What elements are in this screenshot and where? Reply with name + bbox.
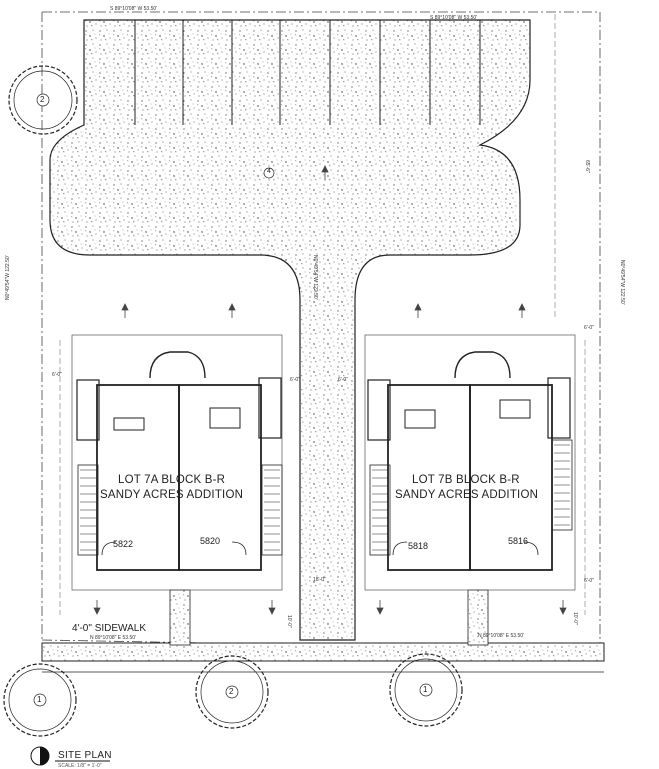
walkway-left [169, 589, 191, 646]
dim-setback-right: 6'-0" [584, 325, 594, 331]
lot-7b-title: LOT 7B BLOCK B-R [412, 474, 520, 486]
bearing-top-left: S 89°10'08" W 53.50' [110, 6, 158, 12]
building-setback-lines [59, 14, 586, 615]
drawing-title: SITE PLAN [58, 750, 112, 761]
tree-tag: 1 [37, 695, 42, 704]
dim-mid-right: 6'-0" [338, 377, 348, 383]
drainage-arrows [93, 165, 567, 615]
dim-front-right: 10'-0" [572, 612, 578, 625]
sidewalk-label: 4'-0" SIDEWALK [72, 623, 146, 634]
concrete-parking-area [49, 19, 531, 641]
dim-mid-left: 6'-0" [290, 377, 300, 383]
tree-tag: 2 [40, 95, 45, 104]
dim-right-top: 65'-6" [584, 160, 590, 173]
bearing-right: N0°49'54"W 122.50' [619, 260, 625, 305]
lot-7b-subdivision: SANDY ACRES ADDITION [395, 489, 539, 501]
tree-tag: 2 [229, 687, 234, 696]
sidewalk [41, 642, 605, 662]
north-arrow-icon [30, 746, 50, 766]
bearing-center: N0°49'54"W 122.50' [312, 255, 318, 300]
building-lot-7b [364, 334, 576, 591]
tree-symbols [3, 65, 463, 737]
drawing-scale: SCALE: 1/8" = 1'-0" [58, 763, 102, 769]
tree-tag-circles [33, 93, 433, 707]
dim-front-left: 10'-0" [286, 615, 292, 628]
tree-tag: 1 [423, 685, 428, 694]
bearing-bottom-right: N 89°10'08" E 53.50' [478, 633, 524, 639]
unit-address: 5820 [200, 536, 221, 546]
bearing-left: N0°49'54"W 122.50' [5, 255, 11, 300]
dim-setback-left: 6'-0" [52, 372, 62, 378]
unit-address: 5822 [113, 539, 134, 549]
unit-address: 5818 [408, 541, 429, 551]
dim-drive-width: 18'-0" [313, 577, 326, 583]
lot-7a-subdivision: SANDY ACRES ADDITION [100, 489, 244, 501]
parking-stall-lines [83, 20, 481, 125]
dim-right-bottom: 6'-0" [584, 578, 594, 584]
building-lot-7a [71, 334, 283, 591]
bearing-bottom-left: N 89°10'08" E 53.50' [90, 635, 136, 641]
bearing-top-right: S 89°10'08" W 53.50' [430, 15, 478, 21]
lot-7a-title: LOT 7A BLOCK B-R [118, 474, 226, 486]
paving-tag: 4 [267, 168, 271, 175]
unit-address: 5816 [508, 536, 529, 546]
